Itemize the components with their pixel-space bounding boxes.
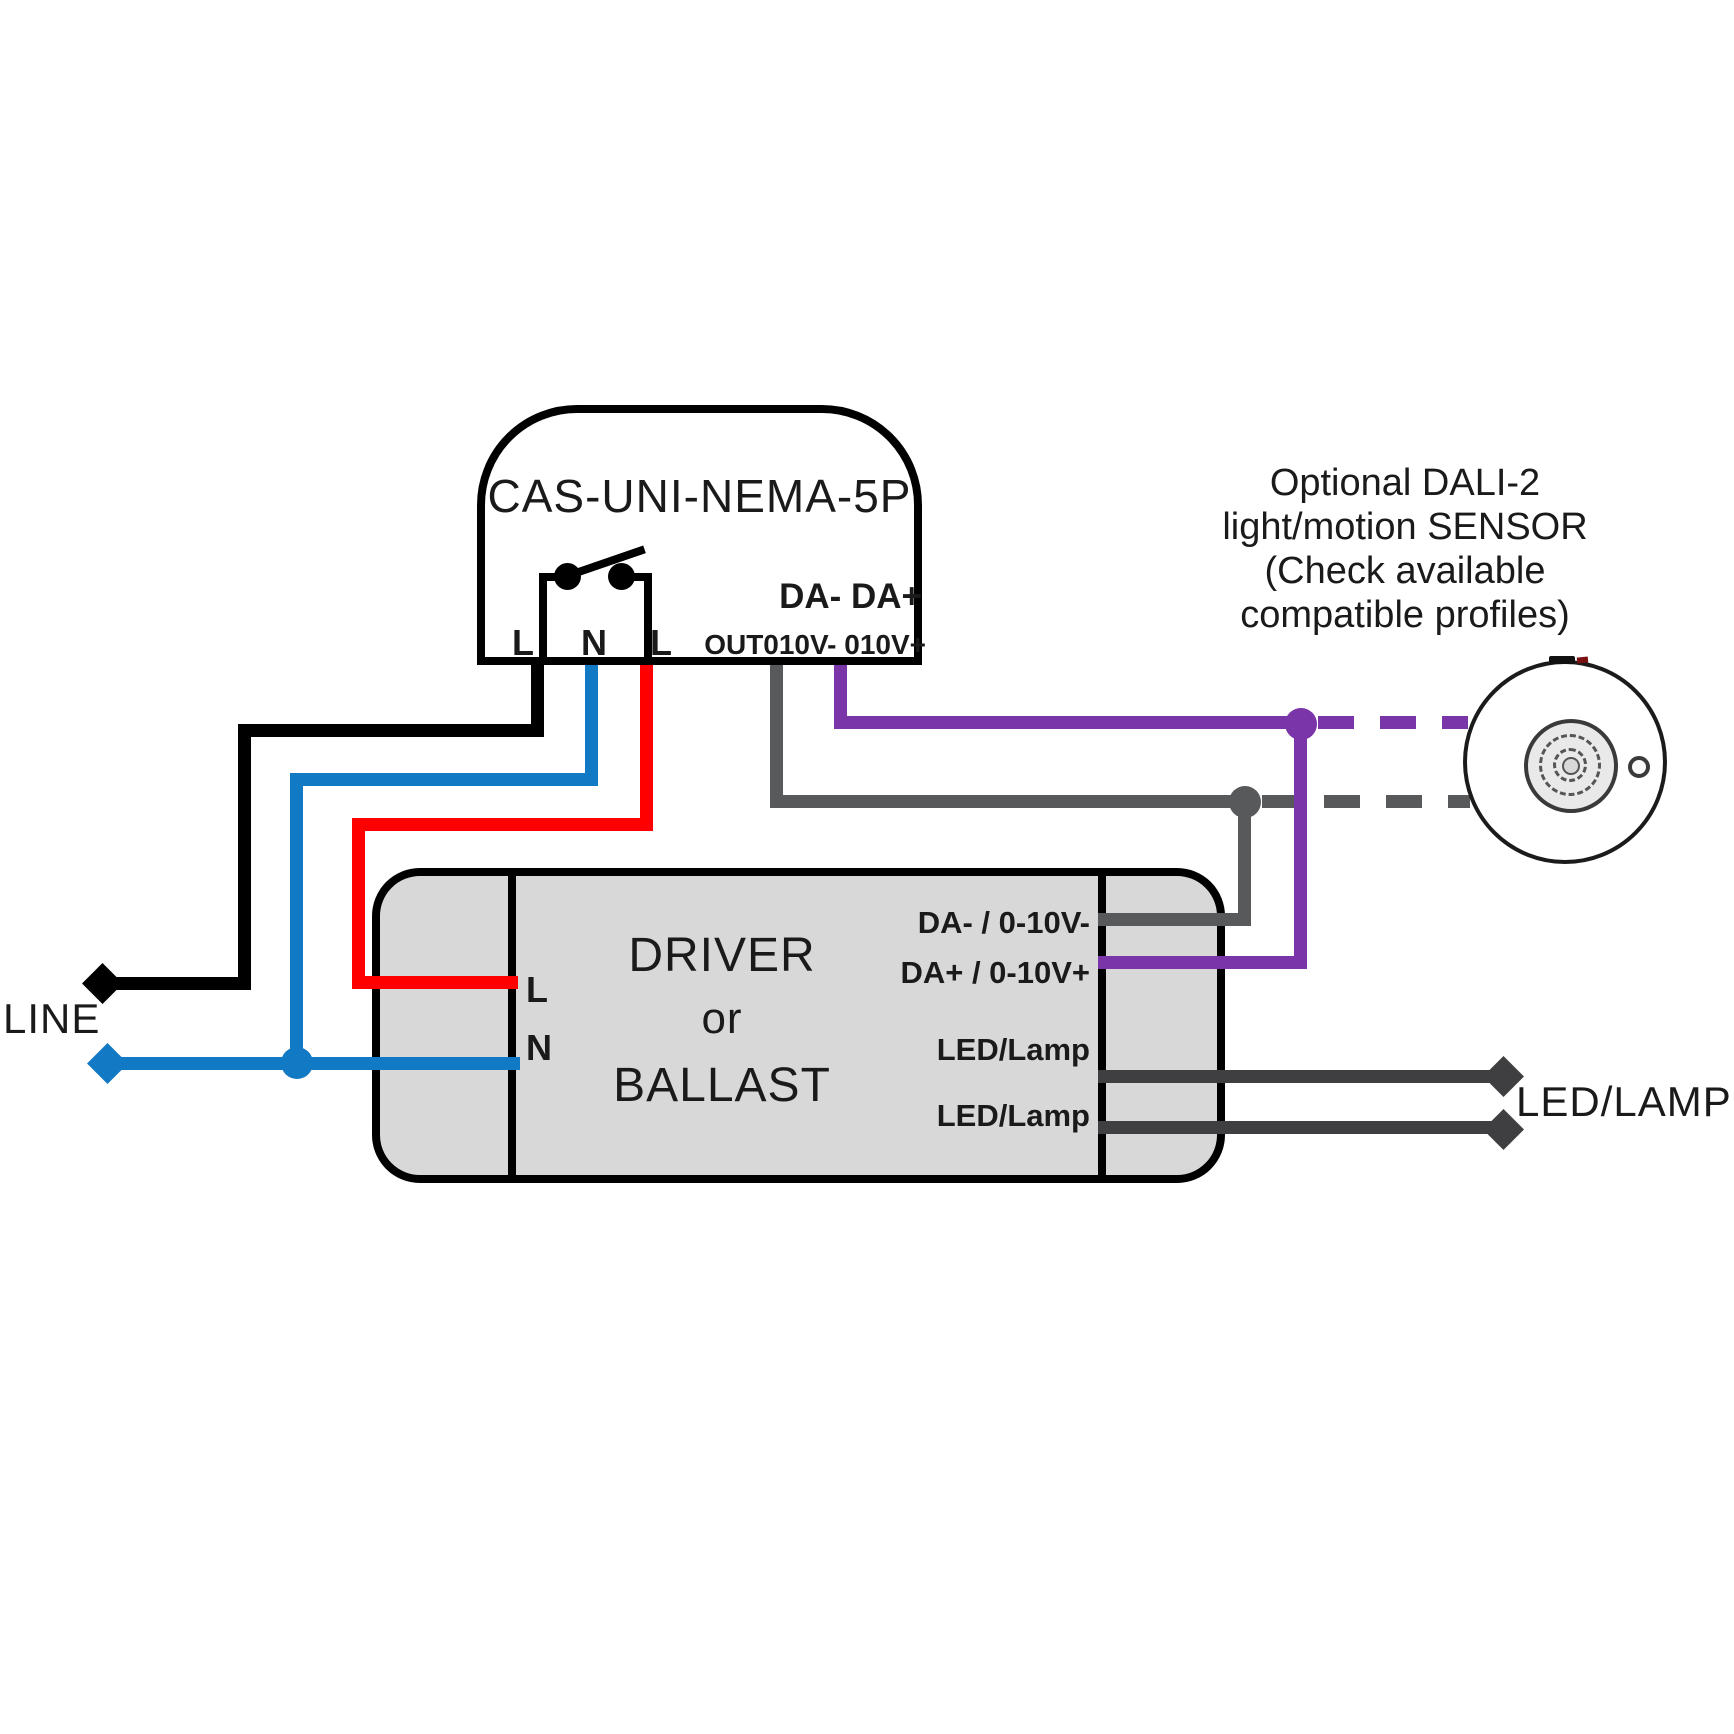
- sensor-lens-center: [1562, 757, 1580, 775]
- led-lamp-wire-1: [1098, 1070, 1508, 1083]
- sensor-indicator-dot: [1628, 756, 1650, 778]
- dali-plus-wire-seg2: [834, 716, 1314, 729]
- switch-left-leg: [539, 573, 547, 665]
- controller-dali-terminals: DA- DA+: [779, 577, 922, 616]
- neutral-wire-seg3: [290, 773, 303, 1070]
- sensor-note-line4: compatible profiles): [1240, 594, 1570, 636]
- led-lamp-wire-2: [1098, 1121, 1508, 1134]
- line-label: LINE: [3, 995, 101, 1042]
- controller-terminal-l-right: L: [650, 622, 672, 663]
- controller-out-010v-terminals: OUT010V- 010V+: [704, 629, 926, 660]
- driver-terminal-da-plus: DA+ / 0-10V+: [900, 955, 1090, 990]
- neutral-junction-dot: [281, 1047, 313, 1079]
- switched-wire-seg2: [352, 818, 653, 831]
- nema-controller-body: CAS-UNI-NEMA-5P: [477, 405, 922, 665]
- neutral-wire-seg1: [585, 665, 598, 786]
- switched-wire-seg4: [358, 976, 518, 989]
- dali-minus-sensor-dashed-wire: [1262, 795, 1470, 808]
- sensor-lens: [1524, 719, 1618, 813]
- neutral-wire-connector: [86, 1042, 129, 1085]
- dali-plus-wire-seg3: [1294, 716, 1307, 969]
- sensor-note-line1: Optional DALI-2: [1269, 462, 1541, 504]
- sensor-rim-red-mark: [1576, 656, 1589, 664]
- driver-title-line3: BALLAST: [613, 1059, 831, 1112]
- switch-left-arm: [539, 573, 566, 581]
- led-lamp-label: LED/LAMP: [1516, 1078, 1732, 1125]
- sensor-note-line3: (Check available: [1264, 550, 1546, 592]
- driver-terminal-led-lamp-2: LED/Lamp: [936, 1098, 1090, 1133]
- sensor-lens-ring-outer: [1539, 734, 1601, 796]
- controller-terminal-l-left: L: [512, 622, 534, 663]
- switch-right-arm: [622, 573, 652, 581]
- dali-minus-wire-seg1: [770, 665, 783, 808]
- controller-title: CAS-UNI-NEMA-5P: [487, 470, 912, 522]
- switched-wire-seg1: [640, 665, 653, 831]
- dali2-sensor: [1463, 656, 1667, 864]
- dali-minus-junction-dot: [1229, 786, 1261, 818]
- line-wire-seg4: [100, 977, 251, 990]
- line-wire-seg3: [238, 724, 251, 990]
- driver-terminal-n: N: [526, 1027, 552, 1068]
- switch-right-leg: [644, 573, 652, 665]
- switched-wire-seg3: [352, 818, 365, 989]
- driver-terminal-da-minus: DA- / 0-10V-: [917, 905, 1090, 940]
- neutral-wire-seg2: [290, 773, 598, 786]
- controller-terminal-n: N: [581, 622, 607, 663]
- dali-minus-wire-seg2: [770, 795, 1258, 808]
- driver-terminal-led-lamp-1: LED/Lamp: [936, 1032, 1090, 1067]
- dali-minus-wire-seg4: [1098, 913, 1251, 926]
- driver-title-line2: or: [701, 994, 743, 1043]
- driver-left-divider: [508, 876, 516, 1176]
- dali-plus-sensor-dashed-wire: [1318, 716, 1468, 729]
- dali-plus-wire-seg4: [1098, 956, 1307, 969]
- dali-plus-wire-seg1: [834, 665, 847, 729]
- driver-title-line1: DRIVER: [628, 929, 816, 982]
- sensor-lens-ring-inner: [1553, 748, 1587, 782]
- line-wire-seg1: [531, 665, 544, 737]
- sensor-rim-notch: [1549, 656, 1575, 664]
- sensor-note: Optional DALI-2 light/motion SENSOR (Che…: [1160, 461, 1650, 637]
- dali-minus-wire-seg3: [1238, 795, 1251, 926]
- dali-plus-junction-dot: [1285, 708, 1317, 740]
- switch-contact-dot-right: [608, 563, 635, 590]
- sensor-note-line2: light/motion SENSOR: [1222, 506, 1588, 548]
- line-wire-seg2: [238, 724, 544, 737]
- driver-right-divider: [1098, 876, 1106, 1176]
- driver-terminal-l: L: [526, 969, 548, 1010]
